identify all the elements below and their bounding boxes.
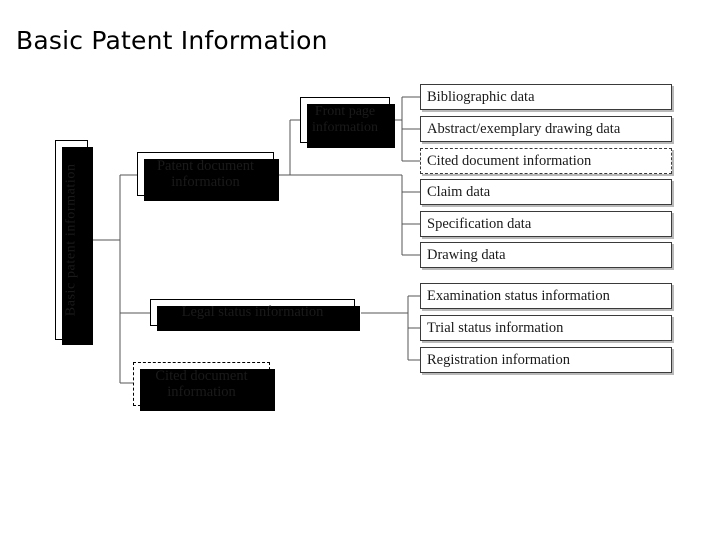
page-title: Basic Patent Information <box>16 26 328 55</box>
node-basic-patent-information[interactable]: Basic patent information <box>55 140 93 345</box>
node-cited-document-branch-line1: Cited document <box>155 367 248 384</box>
node-patent-document-line2: information <box>171 174 240 190</box>
leaf-abstract-exemplary-drawing-data[interactable]: Abstract/exemplary drawing data <box>420 116 672 142</box>
node-cited-document-information-branch-label: Cited document information <box>155 368 247 400</box>
leaf-drawing-data[interactable]: Drawing data <box>420 242 672 268</box>
node-front-page-line1: Front page <box>314 104 376 120</box>
leaf-cited-document-information[interactable]: Cited document information <box>420 148 672 174</box>
leaf-examination-status-information[interactable]: Examination status information <box>420 283 672 309</box>
leaf-claim-data[interactable]: Claim data <box>420 179 672 205</box>
leaf-registration-information[interactable]: Registration information <box>420 347 672 373</box>
node-legal-status-information[interactable]: Legal status information <box>150 299 360 331</box>
node-patent-document-line1: Patent document <box>156 157 255 174</box>
node-front-page-information-label: Front page information <box>312 104 378 135</box>
node-cited-document-information-branch[interactable]: Cited document information <box>133 362 275 411</box>
node-patent-document-information[interactable]: Patent document information <box>137 152 279 201</box>
node-cited-document-branch-line2: information <box>167 384 236 400</box>
node-legal-status-information-label: Legal status information <box>181 304 324 321</box>
node-front-page-line2: information <box>311 120 379 135</box>
leaf-bibliographic-data[interactable]: Bibliographic data <box>420 84 672 110</box>
node-front-page-information[interactable]: Front page information <box>300 97 395 148</box>
leaf-specification-data[interactable]: Specification data <box>420 211 672 237</box>
node-patent-document-information-label: Patent document information <box>157 158 254 190</box>
leaf-trial-status-information[interactable]: Trial status information <box>420 315 672 341</box>
node-basic-patent-information-label: Basic patent information <box>63 163 79 317</box>
